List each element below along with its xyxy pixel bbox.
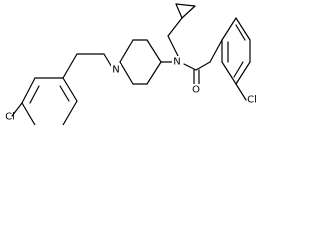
bond [21, 102, 36, 125]
atom-n-amide: N [173, 57, 180, 68]
left-chlorophenyl-ring [21, 77, 78, 125]
chemical-structure: Cl Cl N N [5, 3, 257, 125]
bond-ring-ch2 [62, 53, 78, 79]
cyclopropyl-ring [175, 3, 196, 19]
bond-n-ch2 [167, 35, 179, 57]
atom-n-amide-bg [172, 56, 182, 68]
bond [59, 85, 70, 102]
atom-o-carbonyl: O [192, 85, 200, 96]
atom-n-piperidine-bg [111, 64, 121, 76]
atom-n-piperidine: N [112, 65, 119, 76]
bond [62, 77, 78, 102]
bond [221, 61, 237, 85]
atom-cl-right: Cl [247, 95, 257, 106]
bond [175, 3, 183, 19]
bond [181, 5, 196, 19]
right-chlorophenyl-ring [221, 17, 251, 85]
bond [119, 39, 134, 63]
bond [21, 77, 36, 104]
bond [221, 17, 237, 41]
bond-ch2-cyclopropyl [167, 17, 183, 37]
bond-carbonyl-ch2 [195, 61, 211, 71]
bond-c-cl-right [235, 83, 247, 101]
bond [235, 17, 251, 41]
bond [29, 85, 40, 104]
atom-cl-left: Cl [5, 112, 15, 123]
bond [62, 100, 78, 125]
bond [146, 39, 162, 63]
bond [175, 3, 196, 7]
bond-c-cl-left [11, 102, 23, 117]
bond-ch2-ring-right [209, 39, 223, 63]
bond [146, 61, 162, 85]
bond [235, 24, 246, 41]
piperidine-ring [119, 39, 162, 85]
bond [233, 61, 244, 78]
atom-o-carbonyl-bg [190, 84, 202, 96]
bond-n-carbonyl-c [183, 63, 197, 71]
bond [119, 61, 134, 85]
bond [235, 61, 251, 85]
